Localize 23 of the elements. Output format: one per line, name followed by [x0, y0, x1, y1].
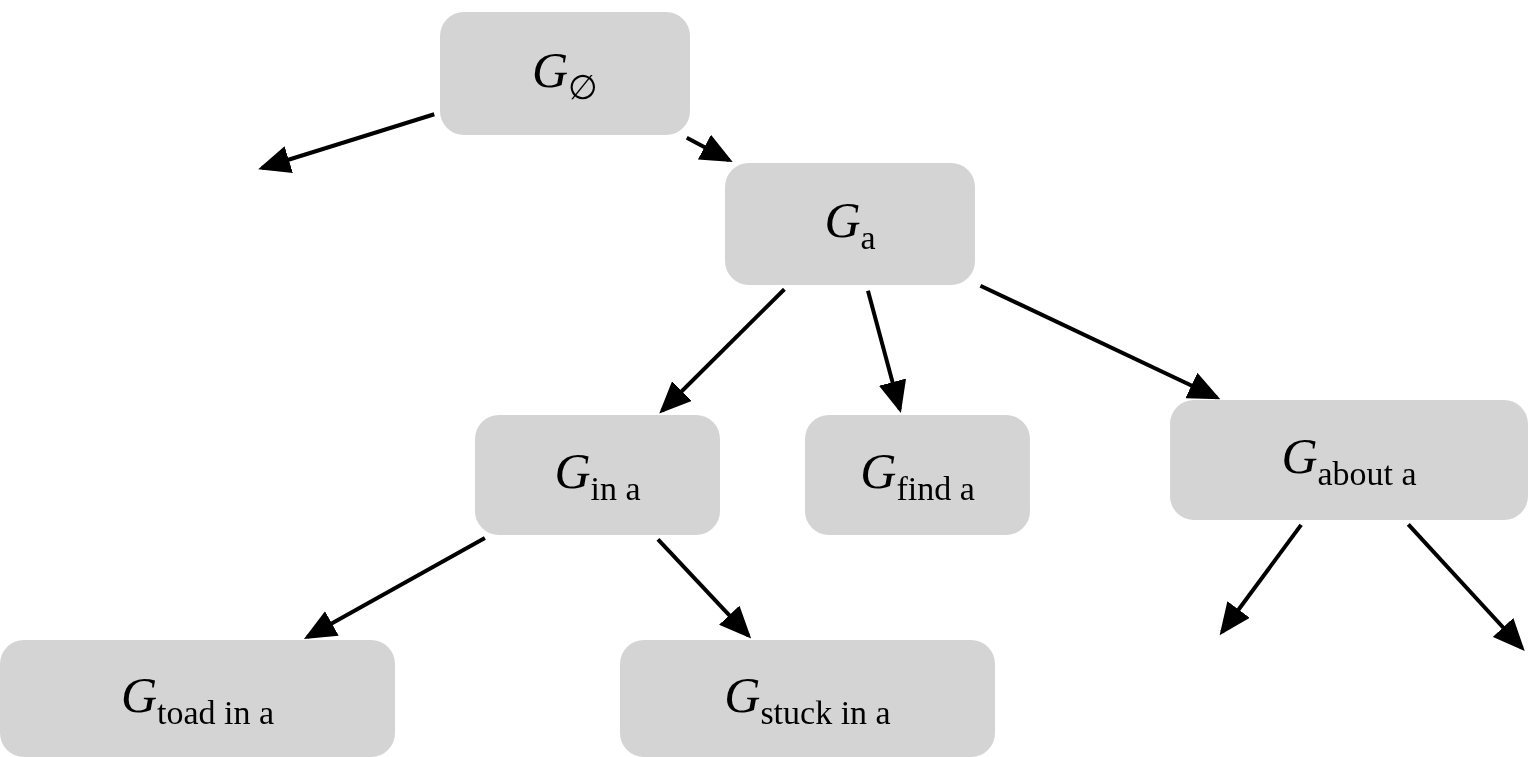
node-box	[725, 163, 975, 285]
arrow	[1219, 523, 1303, 636]
node-box	[805, 415, 1030, 535]
node-box	[440, 12, 690, 135]
node-label: G$_{toad in a}$	[120, 665, 275, 732]
node-box	[620, 640, 995, 757]
arrow	[656, 538, 752, 639]
arrow	[1406, 523, 1525, 651]
arrow	[659, 287, 786, 414]
node-box	[475, 415, 720, 535]
arrow	[258, 112, 435, 174]
node-label: G$_{stuck in a}$	[724, 665, 891, 732]
node-box	[1170, 400, 1528, 520]
node-label: G$_{∅}$	[531, 40, 599, 107]
arrow	[866, 290, 907, 414]
node-label: G$_{in a}$	[554, 442, 641, 508]
arrow	[979, 283, 1221, 400]
arrow	[303, 536, 486, 639]
node-box	[0, 640, 395, 757]
arrow	[685, 134, 733, 163]
node-label: G$_{a}$	[824, 191, 876, 257]
node-label: G$_{about a}$	[1281, 427, 1417, 493]
node-label: G$_{find a}$	[860, 442, 975, 508]
